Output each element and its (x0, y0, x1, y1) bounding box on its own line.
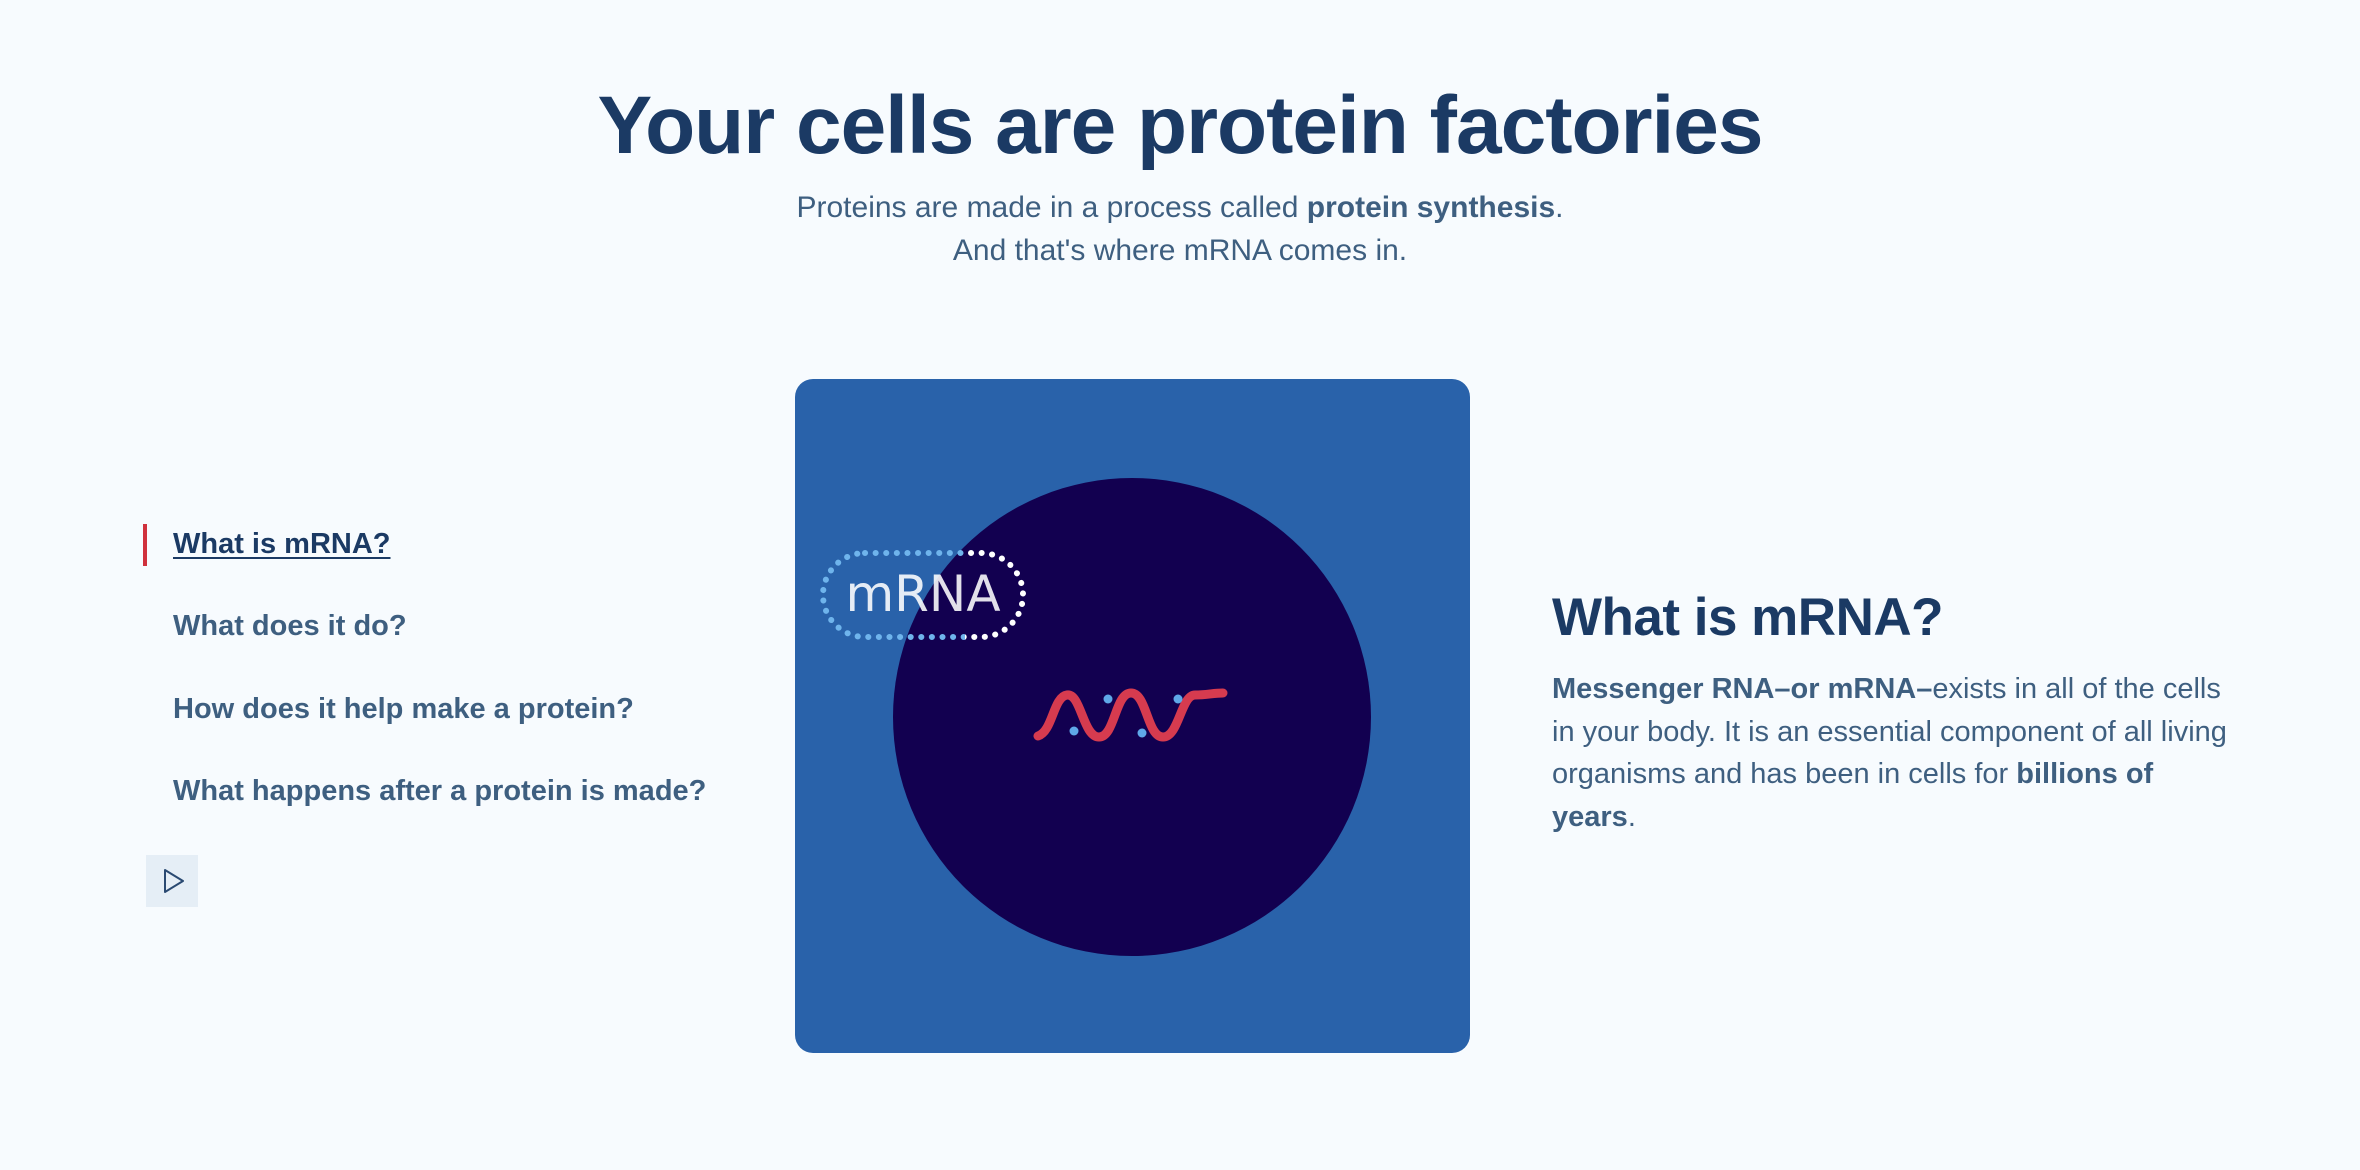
nucleotide-dot (1173, 694, 1183, 704)
nav-item-how-does-it-help[interactable]: How does it help make a protein? (143, 687, 783, 733)
nav-item-label: What happens after a protein is made? (173, 775, 707, 807)
info-body: Messenger RNA–or mRNA–exists in all of t… (1552, 668, 2232, 838)
page-title: Your cells are protein factories (597, 80, 1763, 171)
info-bold-term: Messenger RNA–or mRNA– (1552, 673, 1933, 705)
nav-item-label: How does it help make a protein? (173, 693, 634, 725)
info-text: exists in all of the cells in your body.… (1552, 673, 2227, 790)
subtitle-text: Proteins are made in a process called (796, 191, 1307, 224)
subtitle-bold-term: protein synthesis (1306, 191, 1556, 224)
info-panel: What is mRNA? Messenger RNA–or mRNA–exis… (1552, 580, 2232, 838)
bubble-label: mRNA (845, 565, 1000, 623)
nav-item-what-is-mrna[interactable]: What is mRNA? (143, 522, 783, 568)
nucleotide-dot (1103, 694, 1113, 704)
info-title: What is mRNA? (1552, 588, 1944, 647)
page-subtitle: Proteins are made in a process called pr… (0, 186, 2360, 272)
subtitle-line-2: And that's where mRNA comes in. (952, 234, 1408, 267)
subtitle-line-1: Proteins are made in a process called pr… (0, 186, 2360, 229)
play-icon (164, 869, 184, 893)
mrna-strand (1033, 688, 1228, 742)
active-indicator (143, 524, 147, 566)
nav-item-what-happens-after[interactable]: What happens after a protein is made? (143, 769, 783, 815)
nav-item-what-does-it-do[interactable]: What does it do? (143, 604, 783, 650)
info-bold-phrase: billions of years (1552, 758, 2154, 833)
play-button[interactable] (146, 855, 198, 907)
info-period: . (1627, 800, 1636, 833)
illustration-graphic: mRNA (820, 478, 1371, 956)
mrna-bubble: mRNA (820, 550, 1026, 640)
nucleotide-dot (1137, 728, 1147, 738)
subtitle-period: . (1555, 191, 1564, 224)
nav-item-label: What does it do? (173, 610, 407, 642)
nav-item-label: What is mRNA? (173, 528, 391, 560)
nucleotide-dot (1069, 726, 1079, 736)
mrna-illustration: mRNA (795, 379, 1470, 1053)
cell-circle (893, 478, 1371, 956)
